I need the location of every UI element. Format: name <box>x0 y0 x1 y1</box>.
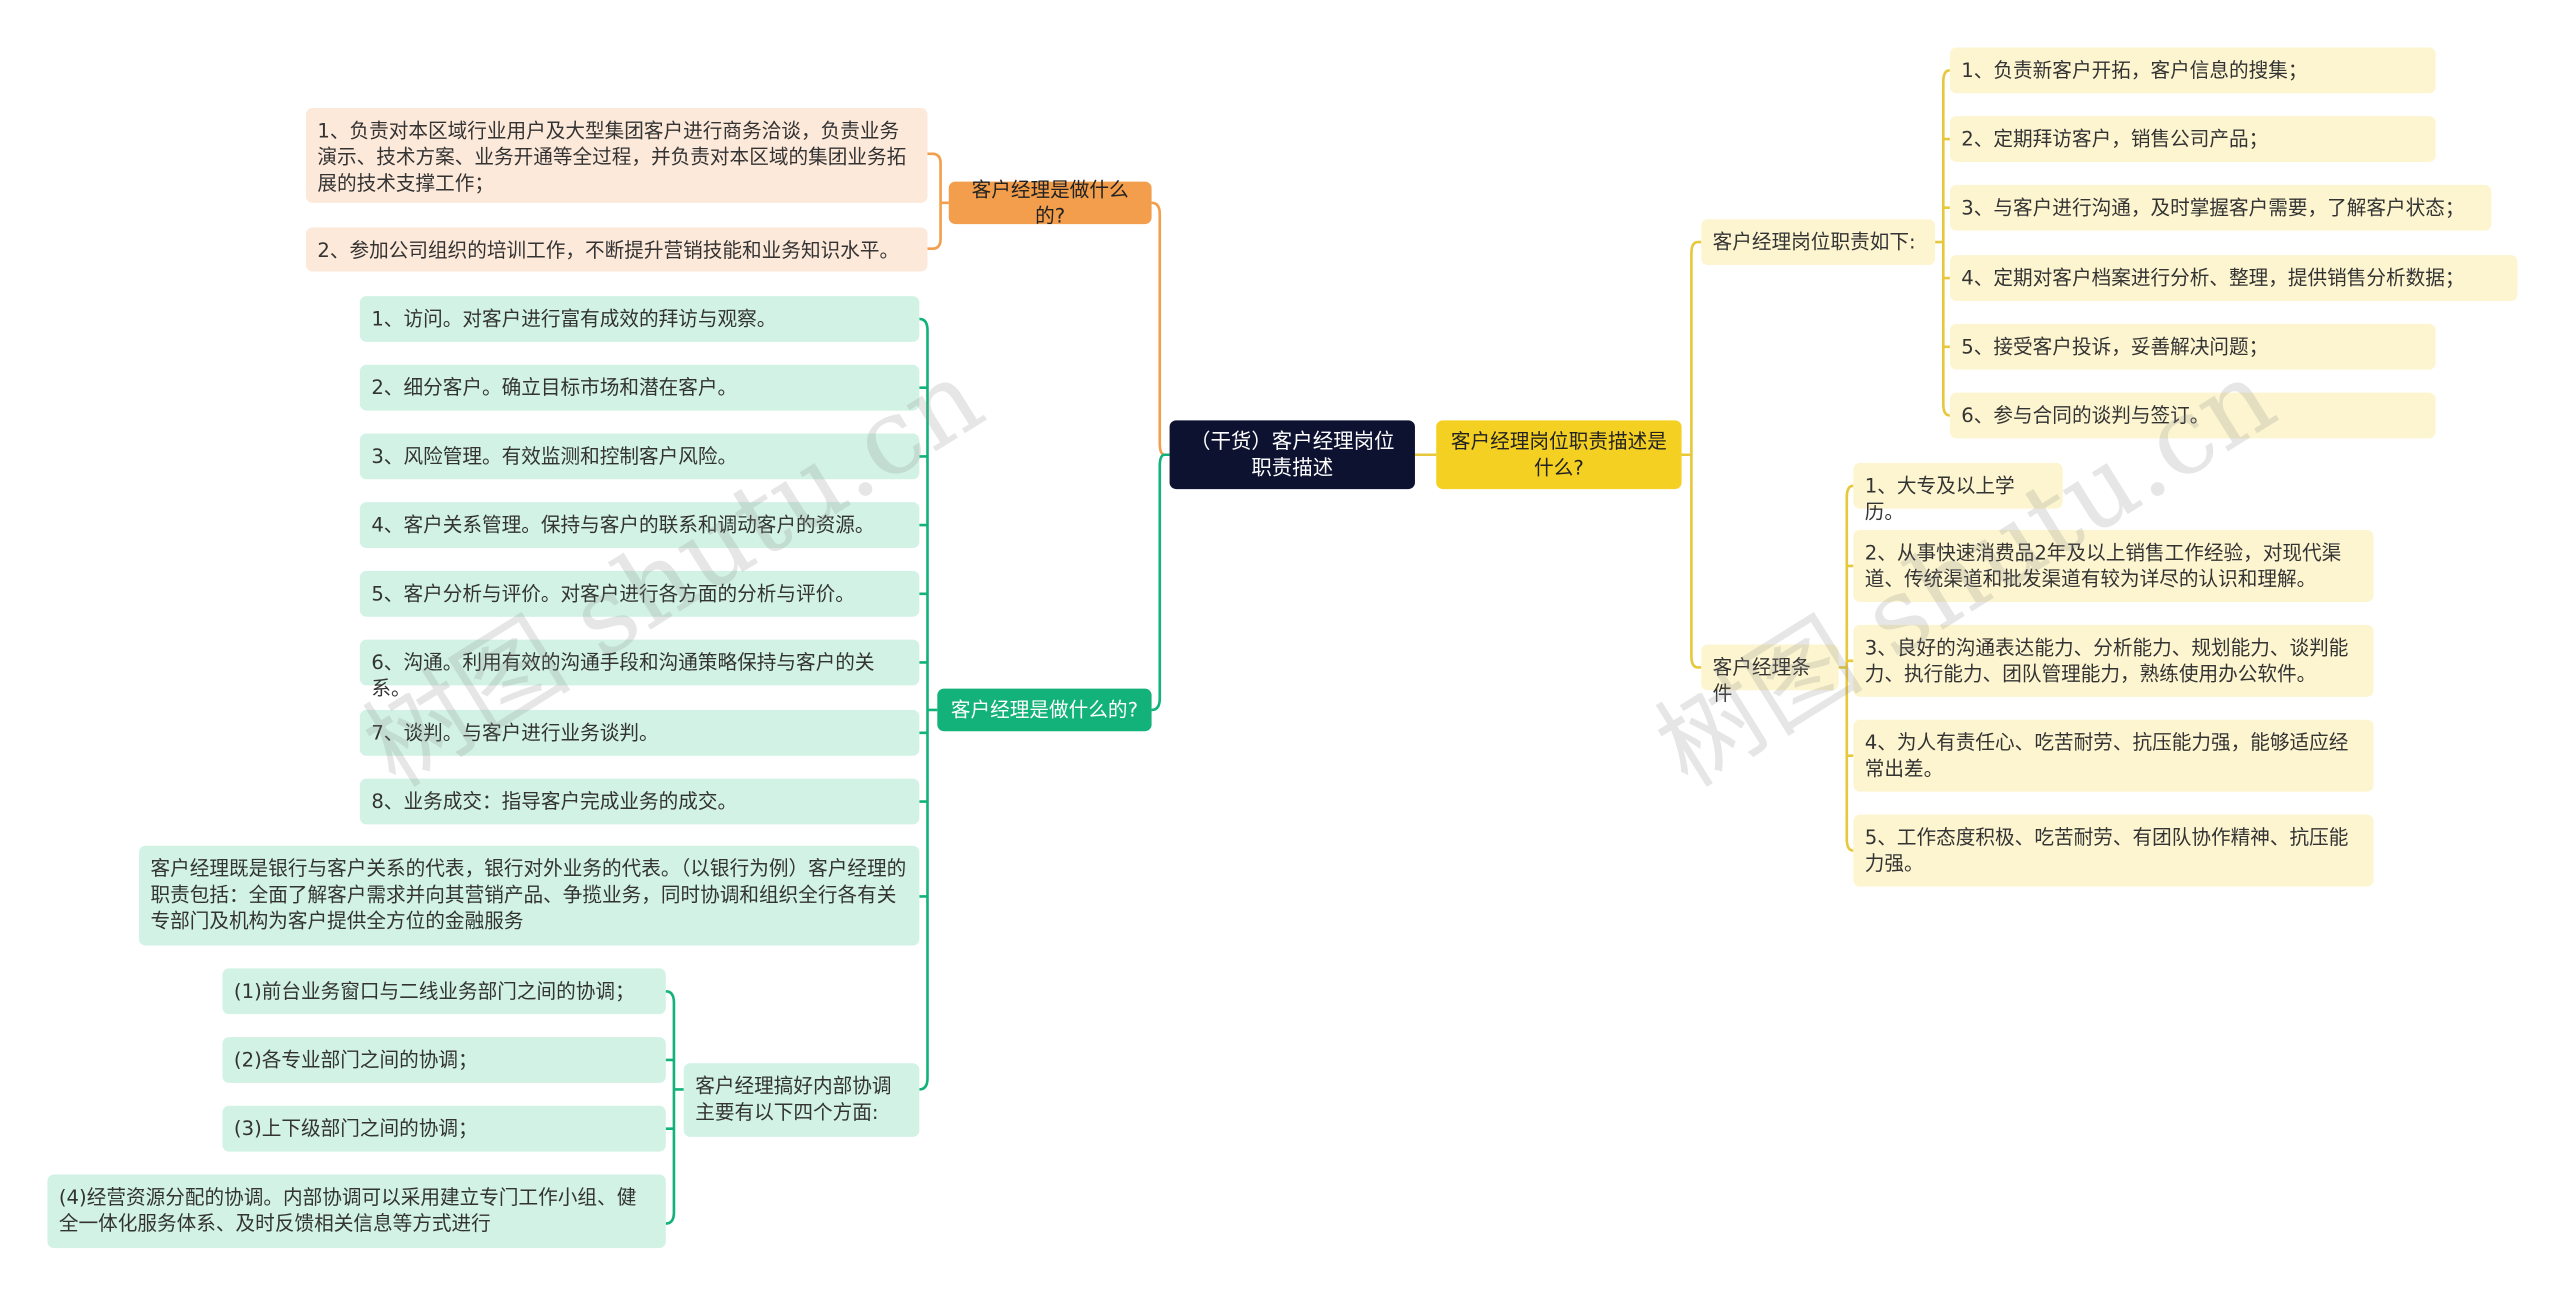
green-sub-leaf-3[interactable]: (3)上下级部门之间的协调； <box>222 1105 666 1152</box>
duties-leaf-2[interactable]: 2、定期拜访客户，销售公司产品； <box>1949 116 2436 162</box>
duties-leaf-1[interactable]: 1、负责新客户开拓，客户信息的搜集； <box>1949 47 2436 94</box>
green-leaf-5[interactable]: 5、客户分析与评价。对客户进行各方面的分析与评价。 <box>359 570 920 617</box>
conditions-leaf-1[interactable]: 1、大专及以上学历。 <box>1853 462 2063 523</box>
conditions-leaf-5[interactable]: 5、工作态度积极、吃苦耐劳、有团队协作精神、抗压能力强。 <box>1853 814 2374 887</box>
orange-leaf-1[interactable]: 1、负责对本区域行业用户及大型集团客户进行商务洽谈，负责业务演示、技术方案、业务… <box>305 107 928 203</box>
green-sub-leaf-1[interactable]: (1)前台业务窗口与二线业务部门之间的协调； <box>222 968 666 1015</box>
conditions-leaf-4[interactable]: 4、为人有责任心、吃苦耐劳、抗压能力强，能够适应经常出差。 <box>1853 719 2374 792</box>
link-green-sub <box>665 989 684 1225</box>
root-node[interactable]: （干货）客户经理岗位职责描述 <box>1169 420 1415 490</box>
green-sub-title[interactable]: 客户经理搞好内部协调主要有以下四个方面: <box>683 1063 920 1137</box>
duties-leaf-6[interactable]: 6、参与合同的谈判与签订。 <box>1949 392 2436 439</box>
branch-green-title[interactable]: 客户经理是做什么的? <box>937 688 1152 732</box>
green-sub-leaf-2[interactable]: (2)各专业部门之间的协调； <box>222 1037 666 1083</box>
link-duties-leaves <box>1935 69 1950 417</box>
green-leaf-2[interactable]: 2、细分客户。确立目标市场和潜在客户。 <box>359 364 920 411</box>
link-root-orange <box>1151 201 1170 457</box>
green-leaf-6[interactable]: 6、沟通。利用有效的沟通手段和沟通策略保持与客户的关系。 <box>359 639 920 700</box>
link-root-green <box>1151 453 1170 712</box>
green-leaf-7[interactable]: 7、谈判。与客户进行业务谈判。 <box>359 709 920 756</box>
conditions-leaf-2[interactable]: 2、从事快速消费品2年及以上销售工作经验，对现代渠道、传统渠道和批发渠道有较为详… <box>1853 529 2374 602</box>
link-orange-leaves <box>927 152 949 250</box>
duties-title[interactable]: 客户经理岗位职责如下: <box>1701 219 1936 265</box>
conditions-leaf-3[interactable]: 3、良好的沟通表达能力、分析能力、规划能力、谈判能力、执行能力、团队管理能力，熟… <box>1853 624 2374 697</box>
green-sub-leaf-4[interactable]: (4)经营资源分配的协调。内部协调可以采用建立专门工作小组、健全一体化服务体系、… <box>47 1174 666 1249</box>
green-leaf-3[interactable]: 3、风险管理。有效监测和控制客户风险。 <box>359 433 920 480</box>
link-conditions-leaves <box>1838 484 1854 852</box>
duties-leaf-5[interactable]: 5、接受客户投诉，妥善解决问题； <box>1949 323 2436 370</box>
link-green-leaves <box>919 317 938 1091</box>
green-leaf-1[interactable]: 1、访问。对客户进行富有成效的拜访与观察。 <box>359 296 920 342</box>
duties-leaf-3[interactable]: 3、与客户进行沟通，及时掌握客户需要，了解客户状态； <box>1949 184 2492 231</box>
link-yellow-branches <box>1681 240 1702 669</box>
green-leaf-4[interactable]: 4、客户关系管理。保持与客户的联系和调动客户的资源。 <box>359 502 920 548</box>
branch-yellow-title[interactable]: 客户经理岗位职责描述是什么? <box>1436 420 1682 490</box>
duties-leaf-4[interactable]: 4、定期对客户档案进行分析、整理，提供销售分析数据； <box>1949 255 2518 301</box>
green-leaf-9[interactable]: 客户经理既是银行与客户关系的代表，银行对外业务的代表。（以银行为例）客户经理的职… <box>139 845 920 946</box>
green-leaf-8[interactable]: 8、业务成交：指导客户完成业务的成交。 <box>359 778 920 825</box>
orange-leaf-2[interactable]: 2、参加公司组织的培训工作，不断提升营销技能和业务知识水平。 <box>305 227 928 272</box>
conditions-title[interactable]: 客户经理条件 <box>1701 644 1839 705</box>
branch-orange-title[interactable]: 客户经理是做什么的? <box>948 178 1152 227</box>
